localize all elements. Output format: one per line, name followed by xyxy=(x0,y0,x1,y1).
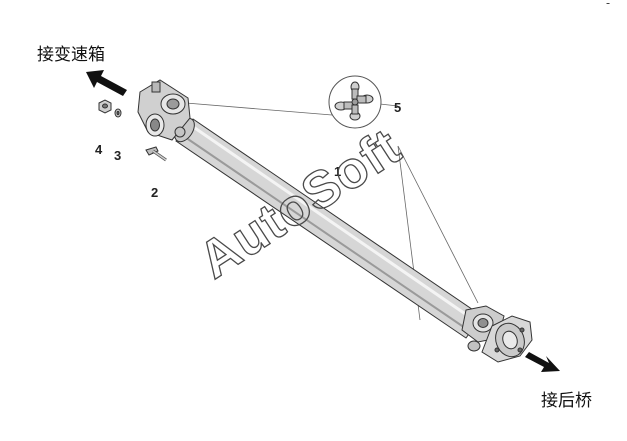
washer xyxy=(114,108,122,118)
callout-1: 1 xyxy=(334,164,341,179)
callout-5: 5 xyxy=(394,100,401,115)
nut xyxy=(98,99,112,114)
callout-4: 4 xyxy=(95,142,103,157)
arrow-left-icon xyxy=(86,70,127,96)
corner-mark: - xyxy=(606,0,611,10)
rear-flange-yoke xyxy=(461,305,533,363)
front-yoke xyxy=(137,79,191,141)
callout-2: 2 xyxy=(151,185,158,200)
callout-3: 3 xyxy=(114,148,121,163)
label-to-gearbox: 接变速箱 xyxy=(37,45,105,65)
arrow-right-icon xyxy=(525,352,560,372)
label-to-rear-axle: 接后桥 xyxy=(541,391,592,411)
bolt xyxy=(145,146,167,162)
cross-joint xyxy=(328,75,382,129)
